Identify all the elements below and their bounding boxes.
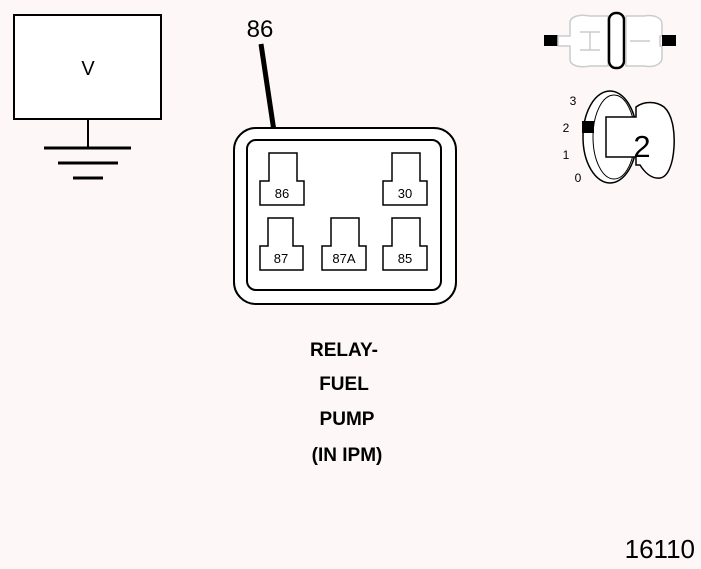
ignition-key-icon: 2 <box>605 101 675 179</box>
connector-plug-icon <box>544 11 676 70</box>
terminal-85-label: 85 <box>398 251 412 266</box>
pointer-label: 86 <box>247 16 274 43</box>
terminal-87a-label: 87A <box>332 251 355 266</box>
terminal-87a: 87A <box>321 217 367 271</box>
pointer-arrow-shaft <box>258 43 278 139</box>
terminal-30: 30 <box>382 152 428 206</box>
ignition-position-0: 0 <box>575 171 582 185</box>
relay-connector: 86 30 87 87A 85 <box>233 127 457 305</box>
voltmeter: V <box>13 14 162 180</box>
ground-icon <box>44 146 131 180</box>
relay-caption-line-2: FUEL <box>319 374 369 395</box>
relay-caption-line-3: PUMP <box>320 409 375 430</box>
terminal-87-label: 87 <box>274 251 288 266</box>
voltmeter-label: V <box>81 58 95 80</box>
voltmeter-box <box>13 14 162 120</box>
ignition-position-1: 1 <box>563 148 570 162</box>
terminal-85: 85 <box>382 217 428 271</box>
terminal-86: 86 <box>259 152 305 206</box>
ignition-position-3: 3 <box>570 94 577 108</box>
ignition-position-2: 2 <box>563 121 570 135</box>
terminal-30-label: 30 <box>398 186 412 201</box>
ignition-switch: 3 2 1 0 2 <box>563 90 675 185</box>
ignition-key-label: 2 <box>633 129 650 164</box>
terminal-87: 87 <box>259 217 304 271</box>
relay-caption-line-1: RELAY- <box>310 340 378 361</box>
relay-caption-line-4: (IN IPM) <box>312 445 383 466</box>
ignition-selected-marker <box>582 121 594 133</box>
relay-caption: RELAY- FUEL PUMP (IN IPM) <box>310 340 382 466</box>
terminal-86-label: 86 <box>275 186 289 201</box>
figure-number: 16110 <box>625 534 695 564</box>
